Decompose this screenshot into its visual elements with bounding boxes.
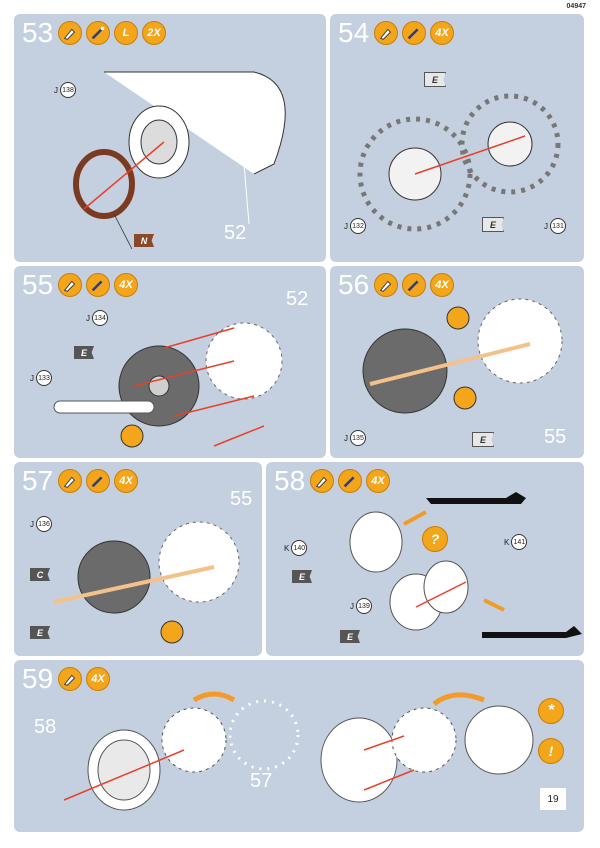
- asterisk-icon: *: [538, 698, 564, 724]
- badge-quantity: 4X: [86, 667, 110, 691]
- badge-quantity: 2X: [142, 21, 166, 45]
- ref-number: 52: [224, 222, 247, 244]
- badge-quantity: 4X: [366, 469, 390, 493]
- flag-e: E: [30, 626, 50, 639]
- step-number: 57: [22, 465, 54, 496]
- flag-e: E: [340, 630, 360, 643]
- step-59-panel: 59 4X 58 57 * ! 19: [14, 660, 584, 832]
- step-number: 55: [22, 269, 54, 300]
- step-badges: L 2X: [58, 21, 166, 45]
- paint-icon: [86, 273, 110, 297]
- warning-icon: !: [538, 738, 564, 764]
- step-number: 58: [274, 465, 306, 496]
- step-number: 53: [22, 17, 54, 48]
- page-number: 19: [540, 788, 566, 810]
- ref-number: 57: [250, 770, 273, 792]
- step-59-drawing: [63, 691, 534, 811]
- paint-icon: [338, 469, 362, 493]
- step-57-drawing: [53, 521, 240, 644]
- ref-number: 52: [286, 288, 309, 310]
- paint-icon: [86, 21, 110, 45]
- badge-quantity: 4X: [114, 273, 138, 297]
- ref-number: 55: [230, 488, 253, 510]
- step-number: 59: [22, 663, 54, 694]
- badge-quantity: 4X: [114, 469, 138, 493]
- glue-icon: [58, 21, 82, 45]
- step-55-drawing: [53, 322, 283, 448]
- question-icon: ?: [422, 526, 448, 552]
- flag-e: E: [482, 217, 504, 232]
- step-number: 56: [338, 269, 370, 300]
- document-code: 04947: [566, 3, 586, 10]
- glue-icon: [310, 469, 334, 493]
- step-badges: 4X: [374, 21, 454, 45]
- step-58-drawing: [349, 492, 582, 638]
- badge-quantity: 4X: [430, 21, 454, 45]
- glue-icon: [58, 273, 82, 297]
- step-number: 54: [338, 17, 370, 48]
- step-56-drawing: [362, 298, 563, 414]
- step-badges: 4X: [310, 469, 390, 493]
- step-badges: 4X: [58, 469, 138, 493]
- paint-icon: [402, 21, 426, 45]
- ref-number: 58: [34, 716, 57, 738]
- glue-icon: [374, 273, 398, 297]
- badge-l: L: [114, 21, 138, 45]
- step-54-drawing: [357, 93, 561, 232]
- glue-icon: [58, 469, 82, 493]
- paint-icon: [86, 469, 110, 493]
- badge-quantity: 4X: [430, 273, 454, 297]
- step-53-drawing: [73, 71, 286, 250]
- ref-number: 55: [544, 426, 567, 448]
- paint-icon: [402, 273, 426, 297]
- step-badges: 4X: [374, 273, 454, 297]
- glue-icon: [58, 667, 82, 691]
- step-badges: 4X: [58, 273, 138, 297]
- glue-icon: [374, 21, 398, 45]
- flag-c: C: [30, 568, 50, 581]
- step-badges: 4X: [58, 667, 110, 691]
- flag-e: E: [74, 346, 94, 359]
- flag-e: E: [292, 570, 312, 583]
- flag-n: N: [134, 234, 154, 247]
